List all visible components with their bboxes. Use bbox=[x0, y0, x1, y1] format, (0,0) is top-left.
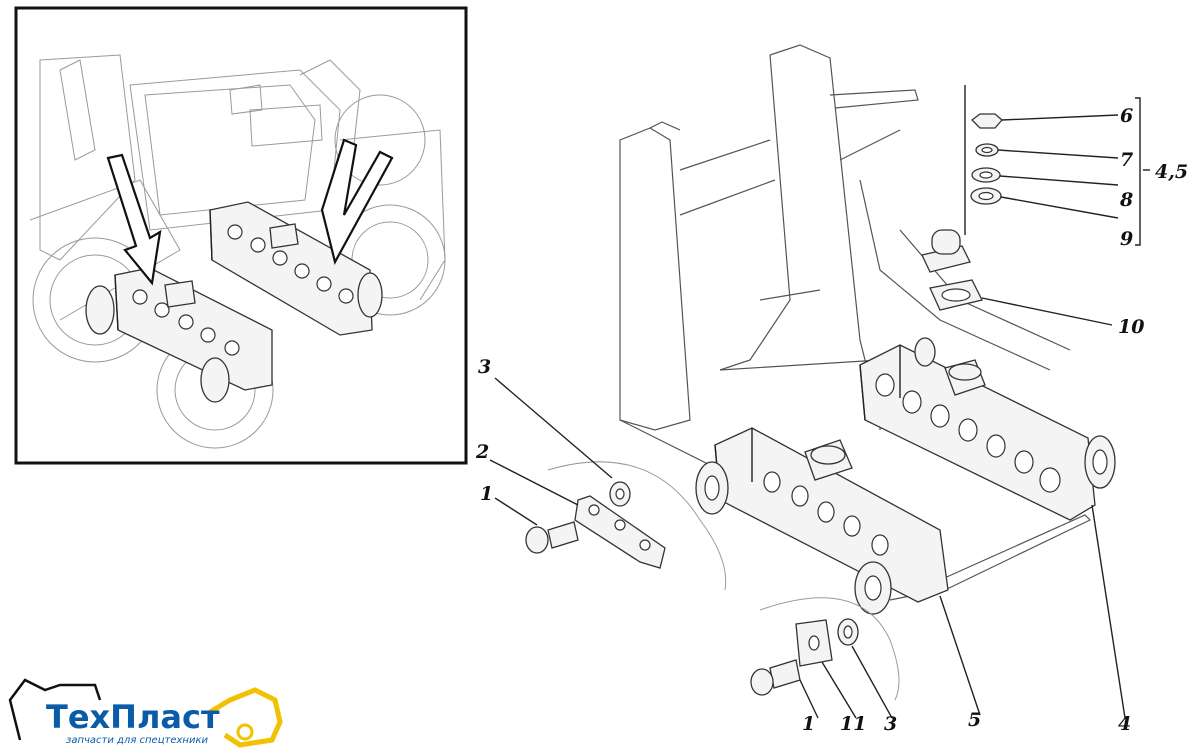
callout-10: 10 bbox=[1118, 316, 1144, 338]
bottom-fasteners bbox=[750, 597, 900, 701]
callout-3-bottom: 3 bbox=[884, 713, 897, 735]
callout-1-left: 1 bbox=[480, 483, 493, 505]
logo-brand-text: ТехПласт bbox=[46, 698, 220, 736]
cover-and-gasket bbox=[921, 229, 983, 311]
left-fasteners bbox=[525, 461, 727, 591]
inset-beam-rear bbox=[209, 201, 383, 336]
callout-6: 6 bbox=[1120, 105, 1133, 127]
beam-part-4 bbox=[859, 337, 1116, 521]
callout-1-bottom: 1 bbox=[802, 713, 815, 735]
logo-tagline: запчасти для спецтехники bbox=[66, 735, 208, 746]
callout-9: 9 bbox=[1120, 228, 1133, 250]
callout-2: 2 bbox=[475, 441, 489, 463]
brand-logo: ТехПласт запчасти для спецтехники bbox=[8, 678, 283, 748]
loader-outline-icon bbox=[208, 687, 283, 748]
callout-8: 8 bbox=[1119, 189, 1133, 211]
callout-7: 7 bbox=[1120, 149, 1133, 171]
callout-4-5: 4,5 bbox=[1155, 161, 1188, 183]
callout-labels: 3 2 1 6 7 4,5 8 9 10 1 11 3 5 4 bbox=[475, 105, 1188, 735]
callout-4: 4 bbox=[1118, 713, 1131, 735]
callout-11: 11 bbox=[840, 713, 866, 735]
fastener-stack bbox=[964, 85, 1150, 246]
excavator-outline-icon bbox=[8, 678, 102, 741]
callout-5: 5 bbox=[968, 709, 981, 731]
callout-3-left: 3 bbox=[478, 356, 491, 378]
leader-lines bbox=[489, 114, 1126, 719]
arrow-right-icon bbox=[320, 138, 394, 265]
arrow-left-icon bbox=[106, 153, 162, 286]
overview-inset bbox=[14, 6, 468, 465]
beam-part-5 bbox=[695, 427, 949, 615]
